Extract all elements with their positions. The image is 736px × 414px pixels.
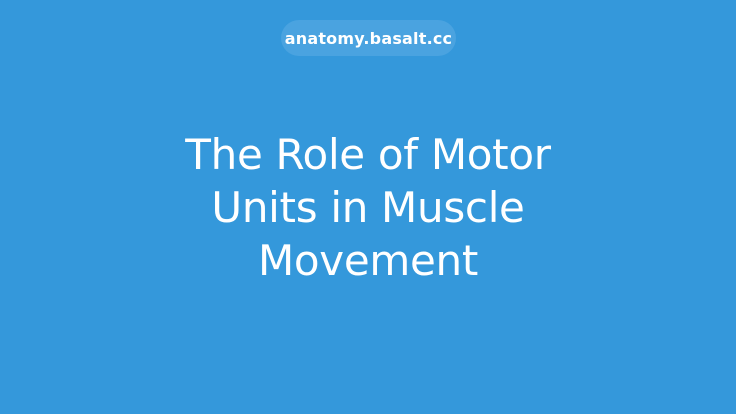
site-domain-badge[interactable]: anatomy.basalt.cc xyxy=(281,20,456,56)
title-line-2: Units in Muscle xyxy=(211,183,525,232)
title-line-1: The Role of Motor xyxy=(185,130,551,179)
title-line-3: Movement xyxy=(257,236,479,285)
article-title: The Role of Motor Units in Muscle Moveme… xyxy=(0,128,736,287)
